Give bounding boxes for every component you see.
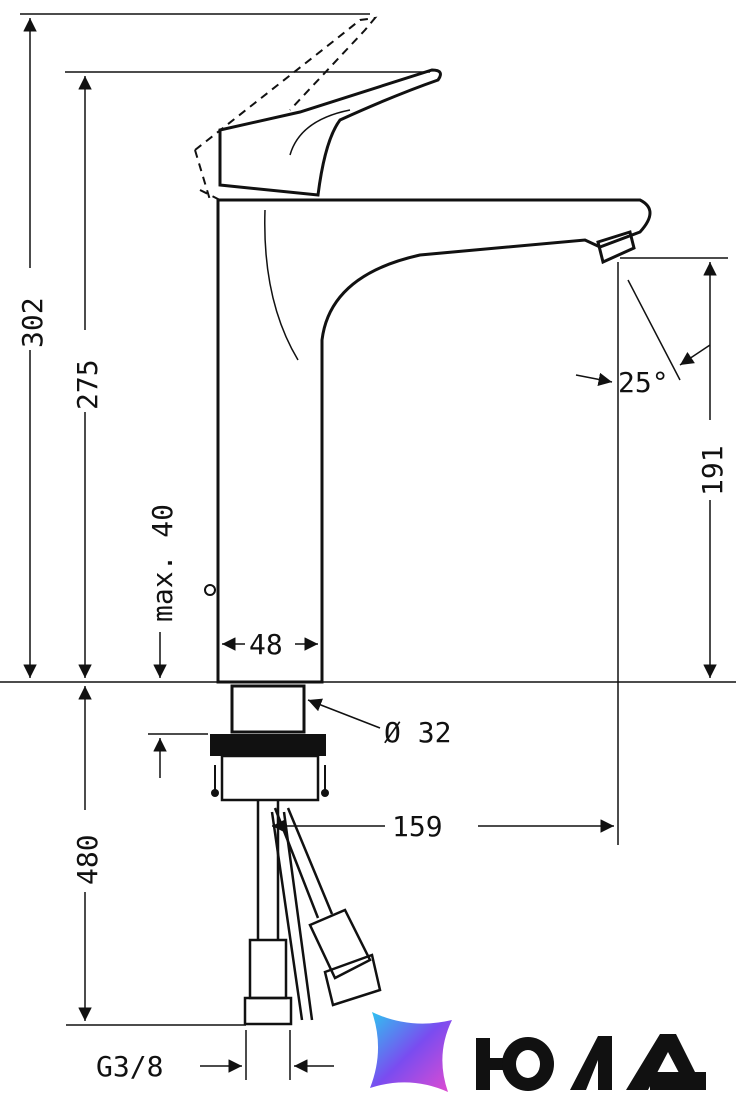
dim-191-label: 191	[696, 445, 729, 496]
yula-logo	[370, 1012, 706, 1092]
dimension-connection: G3/8	[96, 1030, 334, 1083]
dim-diameter-label: Ø 32	[384, 716, 451, 749]
logo-wordmark	[476, 1034, 706, 1091]
dim-max40-label: max. 40	[146, 504, 179, 622]
dimension-shank-diameter: Ø 32	[307, 698, 451, 749]
dim-275-label: 275	[71, 359, 104, 410]
dim-302-label: 302	[16, 297, 49, 348]
dim-angle-label: 25°	[618, 366, 669, 399]
dimension-total-height: 302	[16, 13, 370, 678]
mounting-assembly	[204, 584, 329, 802]
dimension-spout-reach: 159	[272, 262, 619, 845]
dimension-hose-length: 480	[66, 686, 246, 1026]
faucet-handle	[194, 16, 442, 201]
dim-480-label: 480	[71, 834, 104, 885]
dim-48-label: 48	[249, 628, 283, 661]
faucet-body	[216, 198, 652, 684]
dim-159-label: 159	[392, 810, 443, 843]
dim-g38-label: G3/8	[96, 1050, 163, 1083]
spray-angle-lines	[575, 279, 711, 387]
dimension-spout-height: 191	[620, 257, 729, 678]
dimension-deck-thickness: max. 40	[146, 504, 208, 778]
dimension-body-width: 48	[222, 628, 318, 661]
logo-star-icon	[370, 1012, 452, 1092]
dimension-handle-height: 275	[65, 71, 430, 678]
supply-hoses	[243, 800, 382, 1026]
